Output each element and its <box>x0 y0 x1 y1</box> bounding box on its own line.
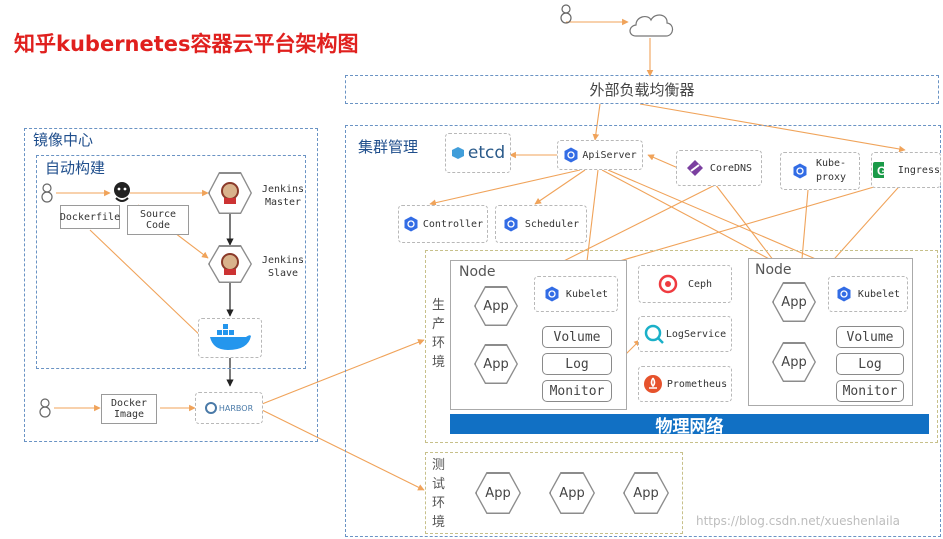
app-label: App <box>550 473 594 513</box>
app-label: App <box>476 473 520 513</box>
physical-network-bar: 物理网络 <box>450 414 929 437</box>
watermark: https://blog.csdn.net/xueshenlaila <box>696 514 901 528</box>
app-label: App <box>475 345 517 383</box>
docker-image-box: Docker Image <box>101 394 157 424</box>
jenkins-icon <box>221 182 239 204</box>
ceph-box: Ceph <box>638 265 732 303</box>
test-environment <box>425 452 683 534</box>
app-pod: App <box>474 344 518 384</box>
jenkins-slave-node <box>208 245 252 283</box>
ingress-label: Ingress <box>897 164 940 176</box>
prometheus-label: Prometheus <box>666 378 728 390</box>
image-center-title: 镜像中心 <box>33 131 94 149</box>
svg-text:G: G <box>877 164 884 178</box>
prometheus-icon <box>643 375 662 393</box>
jenkins-slave-label: Jenkins Slave <box>261 255 305 279</box>
controller-label: Controller <box>422 218 484 230</box>
dockerfile-label: Dockerfile <box>59 211 121 223</box>
kubelet-label: Kubelet <box>565 288 609 300</box>
test-app-pod: App <box>549 472 595 514</box>
monitor-box: Monitor <box>542 380 612 402</box>
docker-box <box>198 318 262 358</box>
etcd-label: etcd <box>467 143 506 163</box>
developer-icon <box>41 183 53 203</box>
cluster-management: 集群管理 <box>345 125 941 537</box>
prometheus-box: Prometheus <box>638 366 732 402</box>
kubernetes-icon <box>564 147 578 163</box>
test-label: 测试环境 <box>432 458 446 530</box>
apiserver-label: ApiServer <box>582 149 637 161</box>
logservice-label: LogService <box>665 328 727 340</box>
cloud-icon <box>629 14 674 37</box>
scheduler-box: Scheduler <box>495 205 587 243</box>
volume-box: Volume <box>542 326 612 348</box>
production-environment <box>425 250 938 443</box>
test-app-pod: App <box>623 472 669 514</box>
logservice-box: LogService <box>638 316 732 352</box>
logservice-icon <box>644 324 664 344</box>
kubernetes-icon <box>793 163 807 179</box>
cluster-title: 集群管理 <box>358 138 419 156</box>
github-icon <box>114 182 130 202</box>
user-icon <box>560 4 572 24</box>
kubelet-box: Kubelet <box>828 276 908 312</box>
app-label: App <box>773 283 815 321</box>
kubernetes-icon <box>837 286 851 302</box>
volume-box: Volume <box>836 326 904 348</box>
source-code-box: Source Code <box>127 205 189 235</box>
auto-build-title: 自动构建 <box>45 159 106 177</box>
dockerfile-box: Dockerfile <box>60 205 120 229</box>
log-box: Log <box>542 353 612 375</box>
monitor-box: Monitor <box>836 380 904 402</box>
harbor-box: HARBOR <box>195 392 263 424</box>
ceph-icon <box>658 274 678 294</box>
load-balancer-label: 外部负载均衡器 <box>589 81 695 99</box>
coredns-box: CoreDNS <box>676 150 762 186</box>
log-box: Log <box>836 353 904 375</box>
kubernetes-icon <box>545 286 559 302</box>
jenkins-icon <box>221 253 239 275</box>
image-center: 镜像中心 <box>24 128 318 442</box>
ingress-box: G Ingress <box>871 152 941 188</box>
kube-proxy-box: Kube-proxy <box>780 152 860 190</box>
user-icon <box>39 398 51 418</box>
coredns-icon <box>686 160 703 176</box>
etcd-icon <box>451 147 464 159</box>
scheduler-label: Scheduler <box>524 218 580 230</box>
jenkins-master-label: Jenkins Master <box>261 184 305 208</box>
docker-image-label: Docker Image <box>110 398 148 420</box>
app-label: App <box>624 473 668 513</box>
kubernetes-icon <box>404 216 418 232</box>
kube-proxy-label: Kube-proxy <box>815 158 847 183</box>
app-label: App <box>475 287 517 325</box>
kubelet-box: Kubelet <box>534 276 618 312</box>
production-label: 生产环境 <box>432 298 446 370</box>
source-code-label: Source Code <box>139 209 177 231</box>
auto-build: 自动构建 <box>36 155 306 369</box>
coredns-label: CoreDNS <box>709 162 753 174</box>
node-label: Node <box>755 262 792 278</box>
node-label: Node <box>459 264 496 280</box>
etcd-box: etcd <box>445 133 511 173</box>
ingress-icon: G <box>873 162 884 178</box>
ceph-label: Ceph <box>687 278 713 290</box>
page-title: 知乎kubernetes容器云平台架构图 <box>14 32 359 56</box>
apiserver-box: ApiServer <box>557 140 643 170</box>
load-balancer: 外部负载均衡器 <box>345 75 939 104</box>
app-pod: App <box>474 286 518 326</box>
controller-box: Controller <box>398 205 488 243</box>
app-label: App <box>773 343 815 381</box>
harbor-label: HARBOR <box>218 403 254 413</box>
docker-whale-icon <box>210 324 251 350</box>
harbor-icon <box>204 402 217 414</box>
kubernetes-icon <box>504 216 518 232</box>
kubelet-label: Kubelet <box>857 288 901 300</box>
